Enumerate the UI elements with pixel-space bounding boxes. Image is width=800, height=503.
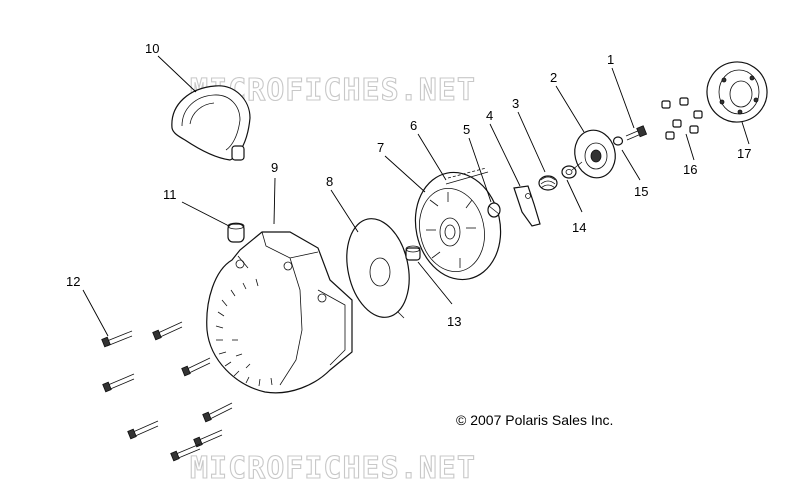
spring-clip-part — [487, 202, 501, 218]
watermark-bottom: MICROFICHES.NET — [190, 451, 476, 486]
callout-2: 2 — [550, 70, 557, 85]
starter-handle-part — [171, 85, 251, 161]
callout-6: 6 — [410, 118, 417, 133]
callout-4: 4 — [486, 108, 493, 123]
drive-plate-part — [571, 129, 616, 179]
callout-9: 9 — [271, 160, 278, 175]
callout-8: 8 — [326, 174, 333, 189]
bolts-part — [101, 321, 233, 462]
callout-17: 17 — [737, 146, 751, 161]
bushing-part — [227, 222, 245, 243]
pawl-part — [513, 185, 541, 227]
callout-15: 15 — [634, 184, 648, 199]
copyright-notice: © 2007 Polaris Sales Inc. — [456, 412, 614, 428]
nuts-part — [661, 97, 703, 140]
callout-numbers: 10 11 9 12 8 7 6 5 4 3 2 1 13 14 15 16 1… — [66, 41, 751, 329]
friction-plate-part — [346, 218, 410, 319]
callout-16: 16 — [683, 162, 697, 177]
small-washer-part — [612, 136, 624, 146]
callout-11: 11 — [163, 187, 177, 202]
callout-5: 5 — [463, 122, 470, 137]
callout-13: 13 — [447, 314, 461, 329]
callout-12: 12 — [66, 274, 80, 289]
callout-1: 1 — [607, 52, 614, 67]
washer-part — [561, 165, 577, 179]
callout-7: 7 — [377, 140, 384, 155]
recoil-reel-part — [414, 171, 502, 281]
callout-3: 3 — [512, 96, 519, 111]
drive-cup-part — [706, 61, 768, 123]
pawl-spring-part — [538, 175, 558, 191]
center-bolt-part — [625, 125, 648, 141]
callout-14: 14 — [572, 220, 586, 235]
callout-10: 10 — [145, 41, 159, 56]
leader-lines — [82, 55, 750, 337]
spacer-part — [405, 245, 421, 261]
starter-housing-part — [206, 231, 353, 394]
